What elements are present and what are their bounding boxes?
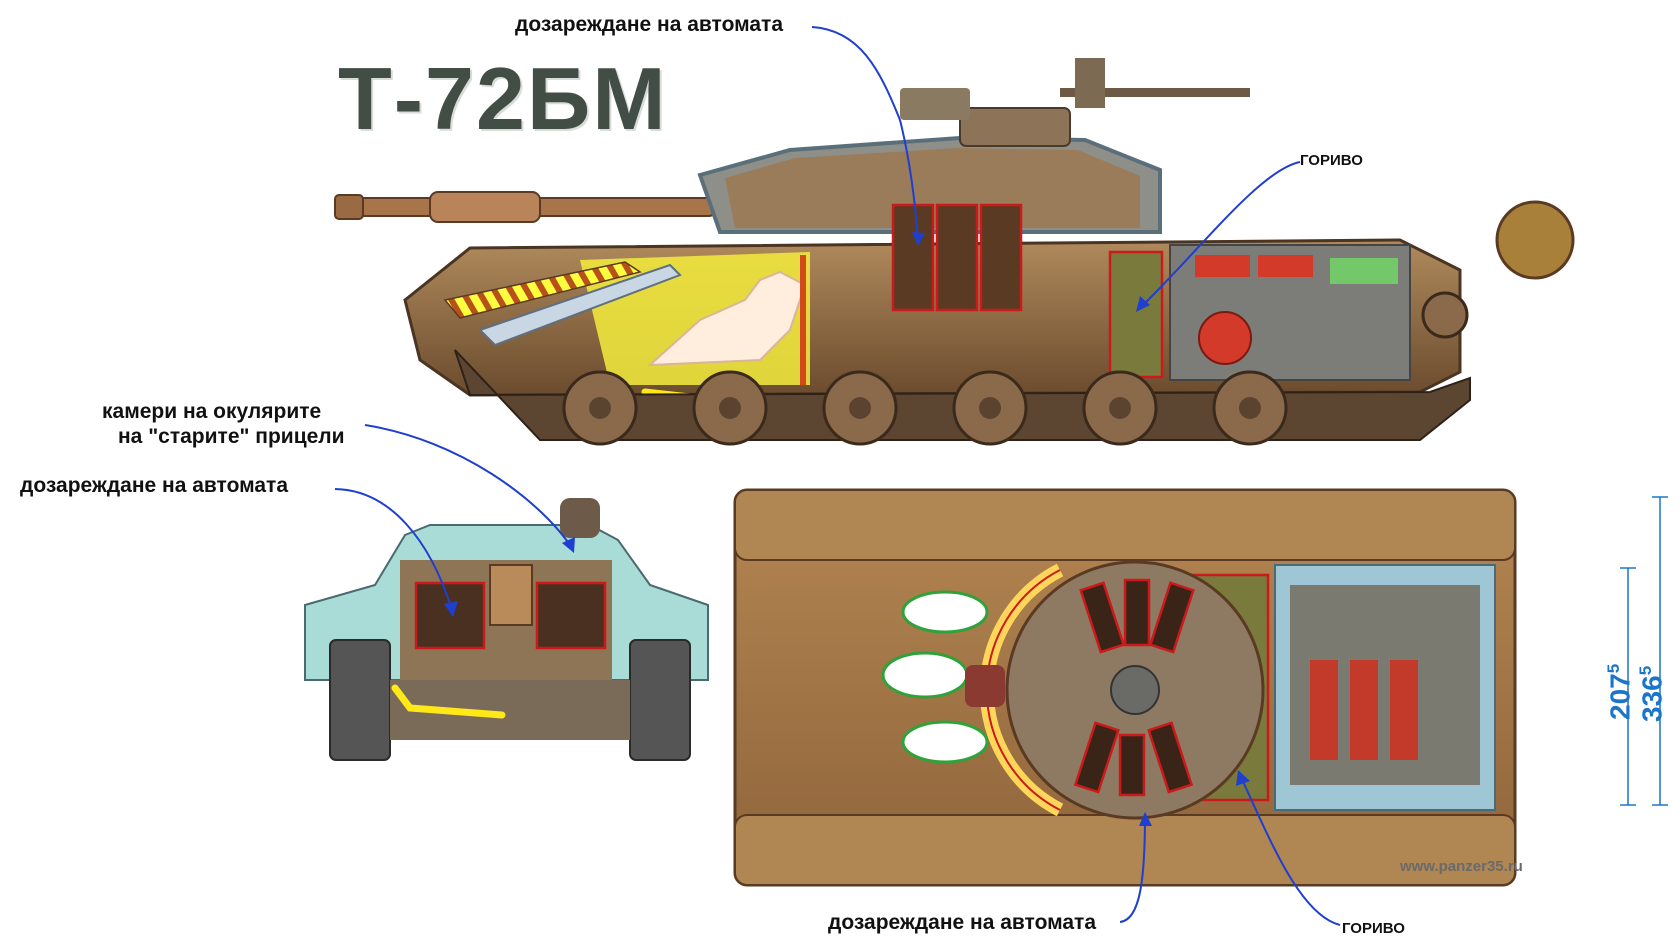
front-view (304, 498, 709, 761)
label-left-autoloader: дозареждане на автомата (20, 474, 289, 497)
label-fuel-side: ГОРИВО (1300, 152, 1363, 169)
gunner-sight (900, 88, 970, 120)
label-bottom-autoloader: дозареждане на автомата (828, 911, 1097, 934)
autoloader-charge-2 (935, 203, 979, 312)
carousel-center (1110, 665, 1160, 715)
engine-pump (1198, 311, 1252, 365)
arrow-fuel-side (1139, 161, 1301, 309)
dimension-outer: 3365 (1636, 666, 1668, 722)
label-eyepiece-line2: на "старите" прицели (118, 425, 345, 448)
dimension-inner: 2075 (1604, 664, 1636, 720)
commander-cupola (959, 107, 1071, 147)
watermark: www.panzer35.ru (1400, 858, 1523, 875)
front-charge-left (414, 581, 486, 650)
leader-lines (334, 26, 1341, 926)
arrow-top-autoloader (811, 26, 919, 241)
engine-red-2 (1258, 255, 1313, 277)
arrow-eyepiece (364, 424, 573, 549)
top-fender-lower (734, 814, 1516, 886)
side-view (334, 58, 1575, 446)
glacis-armour (443, 261, 642, 319)
autoloader-charge-1 (891, 203, 935, 312)
bulkhead (800, 255, 806, 385)
dimension-inner-base: 207 (1604, 673, 1636, 720)
machine-gun (1060, 88, 1250, 97)
carousel-charges (1073, 578, 1195, 797)
arrow-bottom-autoloader (1119, 814, 1146, 923)
front-cupola (560, 498, 600, 538)
top-fender-upper (734, 489, 1516, 561)
front-charge-right (535, 581, 607, 650)
front-track-left (329, 639, 391, 761)
drive-sprocket (1421, 291, 1469, 339)
engine-green-part (1330, 258, 1398, 284)
front-floor-marker (391, 684, 506, 719)
fuel-tank-side (1108, 250, 1164, 379)
top-engine-red-3 (1390, 660, 1418, 760)
gun-muzzle (334, 194, 364, 220)
arrow-left-autoloader (334, 488, 453, 611)
engine-red-1 (1195, 255, 1250, 277)
rear-fuel-drum (1495, 200, 1575, 280)
mg-mount (1075, 58, 1105, 108)
dimension-outer-sup: 5 (1636, 665, 1655, 676)
driver-figure (647, 270, 807, 367)
top-crew (881, 590, 989, 764)
top-gun-breech (965, 665, 1005, 707)
label-fuel-bottom: ГОРИВО (1342, 920, 1405, 937)
page-title: Т-72БМ (338, 49, 668, 148)
top-engine-red-2 (1350, 660, 1378, 760)
gun-fume-extractor (429, 191, 541, 223)
top-engine-red-1 (1310, 660, 1338, 760)
front-track-right (629, 639, 691, 761)
turret-interior (725, 148, 1140, 228)
top-view (733, 488, 1517, 887)
label-top-autoloader: дозареждане на автомата (515, 13, 784, 36)
dimension-outer-base: 336 (1636, 675, 1668, 722)
dimension-lines (1620, 496, 1668, 806)
dimension-inner-sup: 5 (1604, 663, 1623, 674)
glacis-plates (478, 263, 682, 347)
autoloader-charge-3 (979, 203, 1023, 312)
arrow-fuel-bottom (1239, 774, 1341, 926)
front-gun-breech (489, 564, 533, 626)
label-eyepiece-line1: камери на окулярите (102, 400, 322, 423)
